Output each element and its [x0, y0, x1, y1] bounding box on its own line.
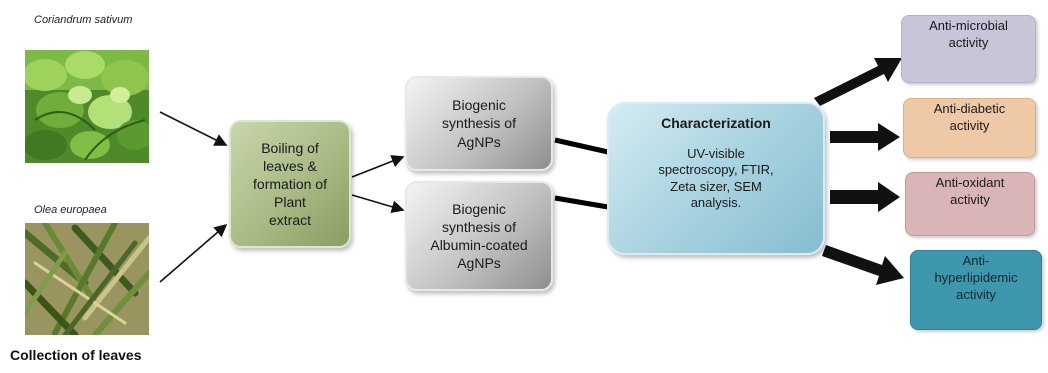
block-arrow-antimicrobial — [814, 58, 902, 106]
antidiabetic-activity-box: Anti-diabetic activity — [903, 98, 1036, 158]
agnps-synthesis-box: Biogenic synthesis of AgNPs — [405, 76, 553, 171]
characterization-methods: UV-visible spectroscopy, FTIR, Zeta size… — [658, 146, 774, 210]
collection-caption: Collection of leaves — [10, 347, 142, 363]
coriander-leaves-photo — [25, 50, 149, 163]
antihyperlipidemic-activity-box: Anti- hyperlipidemic activity — [910, 250, 1042, 330]
block-arrow-antidiabetic — [830, 123, 900, 151]
olea-caption: Olea europaea — [34, 204, 107, 216]
albumin-agnps-synthesis-box: Biogenic synthesis of Albumin-coated AgN… — [405, 181, 553, 291]
characterization-title: Characterization — [661, 115, 771, 131]
arrow-olive-to-extract — [159, 223, 228, 283]
characterization-box: Characterization UV-visible spectroscopy… — [607, 102, 825, 255]
plant-extract-box: Boiling of leaves & formation of Plant e… — [229, 120, 351, 248]
olive-leaves-photo — [25, 223, 149, 335]
arrow-extract-to-agnps — [351, 155, 405, 178]
arrow-coriander-to-extract — [159, 111, 228, 146]
antioxidant-activity-box: Anti-oxidant activity — [905, 172, 1035, 236]
antimicrobial-activity-box: Anti-microbial activity — [901, 15, 1036, 83]
coriandrum-caption: Coriandrum sativum — [34, 14, 133, 26]
block-arrow-antihyperlipidemic — [822, 245, 904, 285]
arrow-extract-to-albumin — [351, 194, 405, 213]
block-arrow-antioxidant — [830, 182, 900, 212]
connector-agnps-to-characterization — [554, 137, 609, 155]
connector-albumin-to-characterization — [554, 195, 609, 210]
